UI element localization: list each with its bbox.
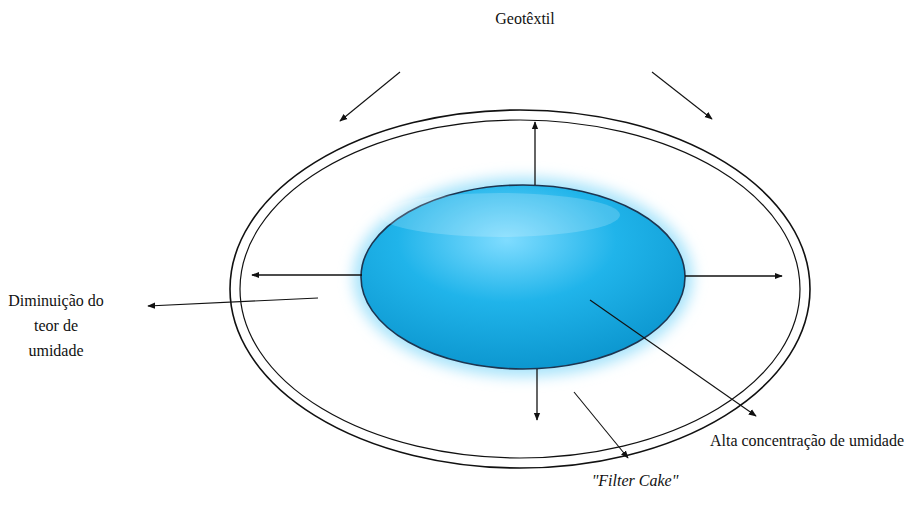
flow-arrows [252, 122, 782, 420]
high-moisture-label: Alta concentração de umidade [708, 428, 906, 453]
geotextile-inner [240, 120, 800, 458]
moisture-glow [353, 177, 693, 377]
geotextile-outer [230, 110, 810, 468]
wet-core [361, 185, 685, 369]
core-highlight [380, 193, 620, 237]
geotextile-label: Geotêxtil [425, 6, 625, 31]
filter-cake-label: "Filter Cake" [555, 468, 715, 493]
leader-lines [148, 72, 756, 458]
moisture-decrease-label: Diminuição do teor de umidade [8, 288, 104, 363]
